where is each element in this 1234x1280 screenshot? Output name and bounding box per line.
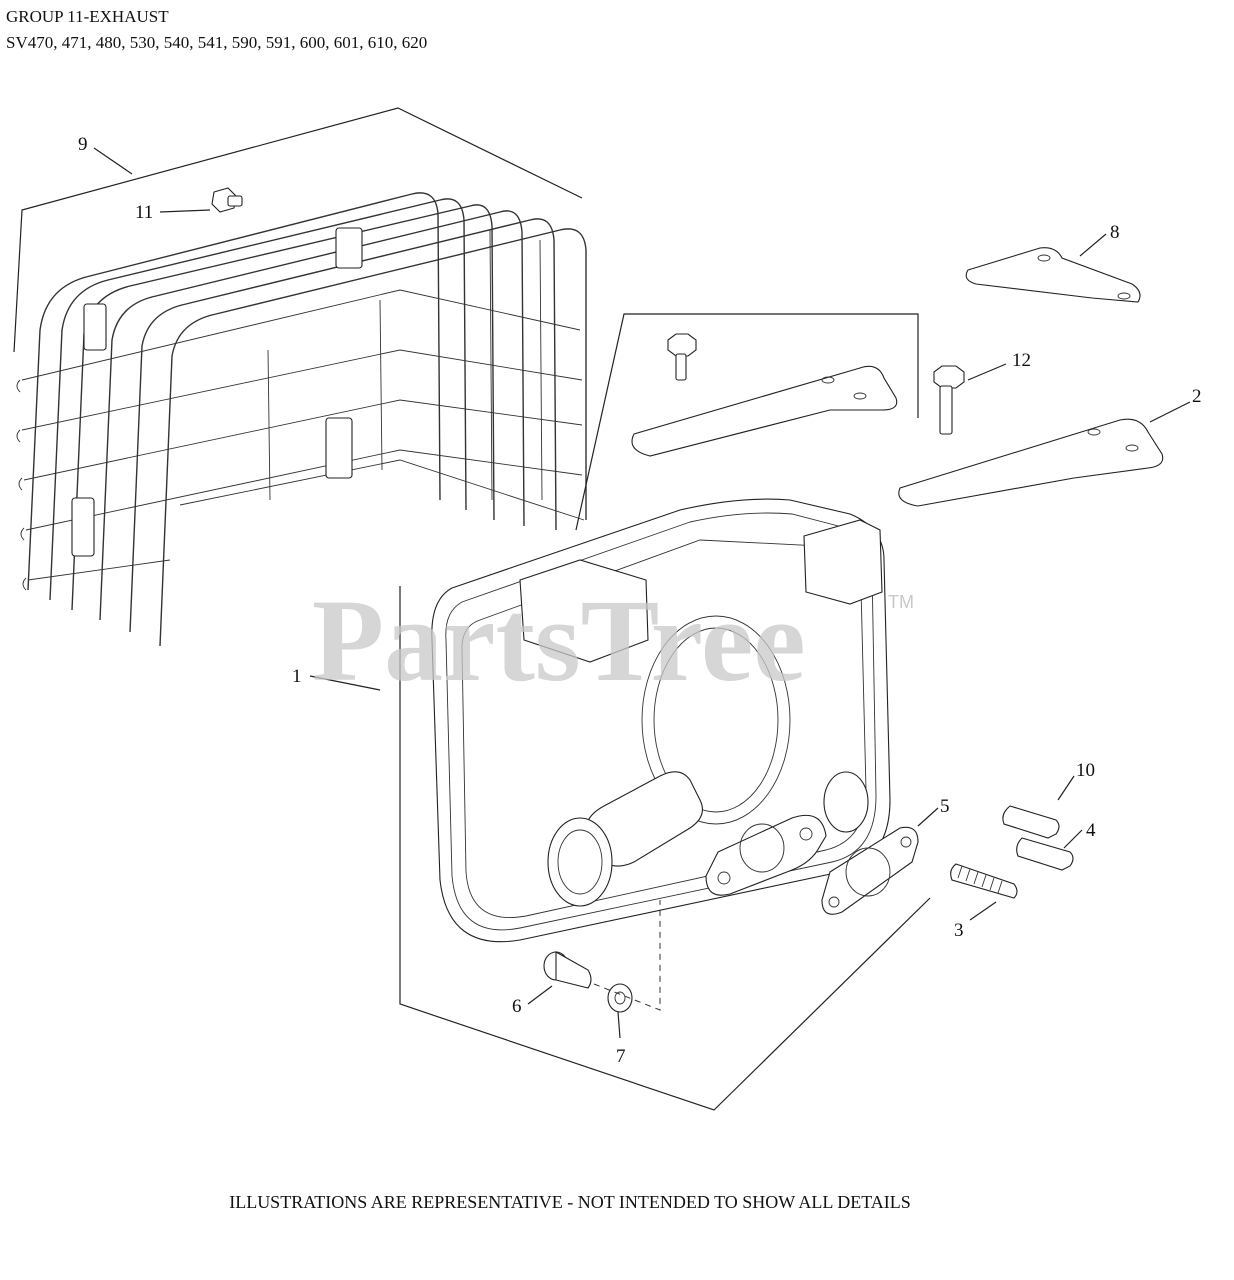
bracket-part-8[interactable]: [965, 247, 1141, 303]
callout-12: 12: [1012, 350, 1031, 371]
muffler-part-1[interactable]: [431, 498, 891, 943]
bolt-part-6[interactable]: [543, 951, 592, 989]
heat-shield-cage[interactable]: [13, 107, 587, 647]
watermark-trademark: TM: [888, 592, 914, 612]
callout-8: 8: [1110, 222, 1120, 243]
watermark-brand: PartsTree: [312, 575, 806, 706]
model-list: SV470, 471, 480, 530, 540, 541, 590, 591…: [6, 33, 428, 52]
bolt-upper[interactable]: [667, 333, 697, 381]
stud-part-4[interactable]: [1016, 837, 1074, 871]
bracket-upper[interactable]: [631, 365, 898, 457]
callout-6: 6: [512, 996, 522, 1017]
callout-5: 5: [940, 796, 950, 817]
gasket-part-5[interactable]: [821, 826, 919, 915]
washer-part-7[interactable]: [607, 983, 633, 1013]
callout-1: 1: [292, 666, 302, 687]
bracket-part-2[interactable]: [898, 418, 1164, 507]
diagram-title: GROUP 11-EXHAUST: [6, 7, 169, 26]
callout-9: 9: [78, 134, 88, 155]
callout-3: 3: [954, 920, 964, 941]
callout-7: 7: [616, 1046, 626, 1067]
callout-10: 10: [1076, 760, 1095, 781]
callout-11: 11: [135, 202, 153, 223]
threaded-stud-part-3[interactable]: [950, 863, 1018, 899]
bolt-part-12[interactable]: [933, 365, 965, 435]
stud-part-10[interactable]: [1002, 805, 1060, 839]
disclaimer-note: ILLUSTRATIONS ARE REPRESENTATIVE - NOT I…: [229, 1192, 911, 1212]
screw-part-11[interactable]: [211, 187, 243, 213]
leader-lines: [93, 147, 1191, 1039]
callout-4: 4: [1086, 820, 1096, 841]
callout-2: 2: [1192, 386, 1202, 407]
